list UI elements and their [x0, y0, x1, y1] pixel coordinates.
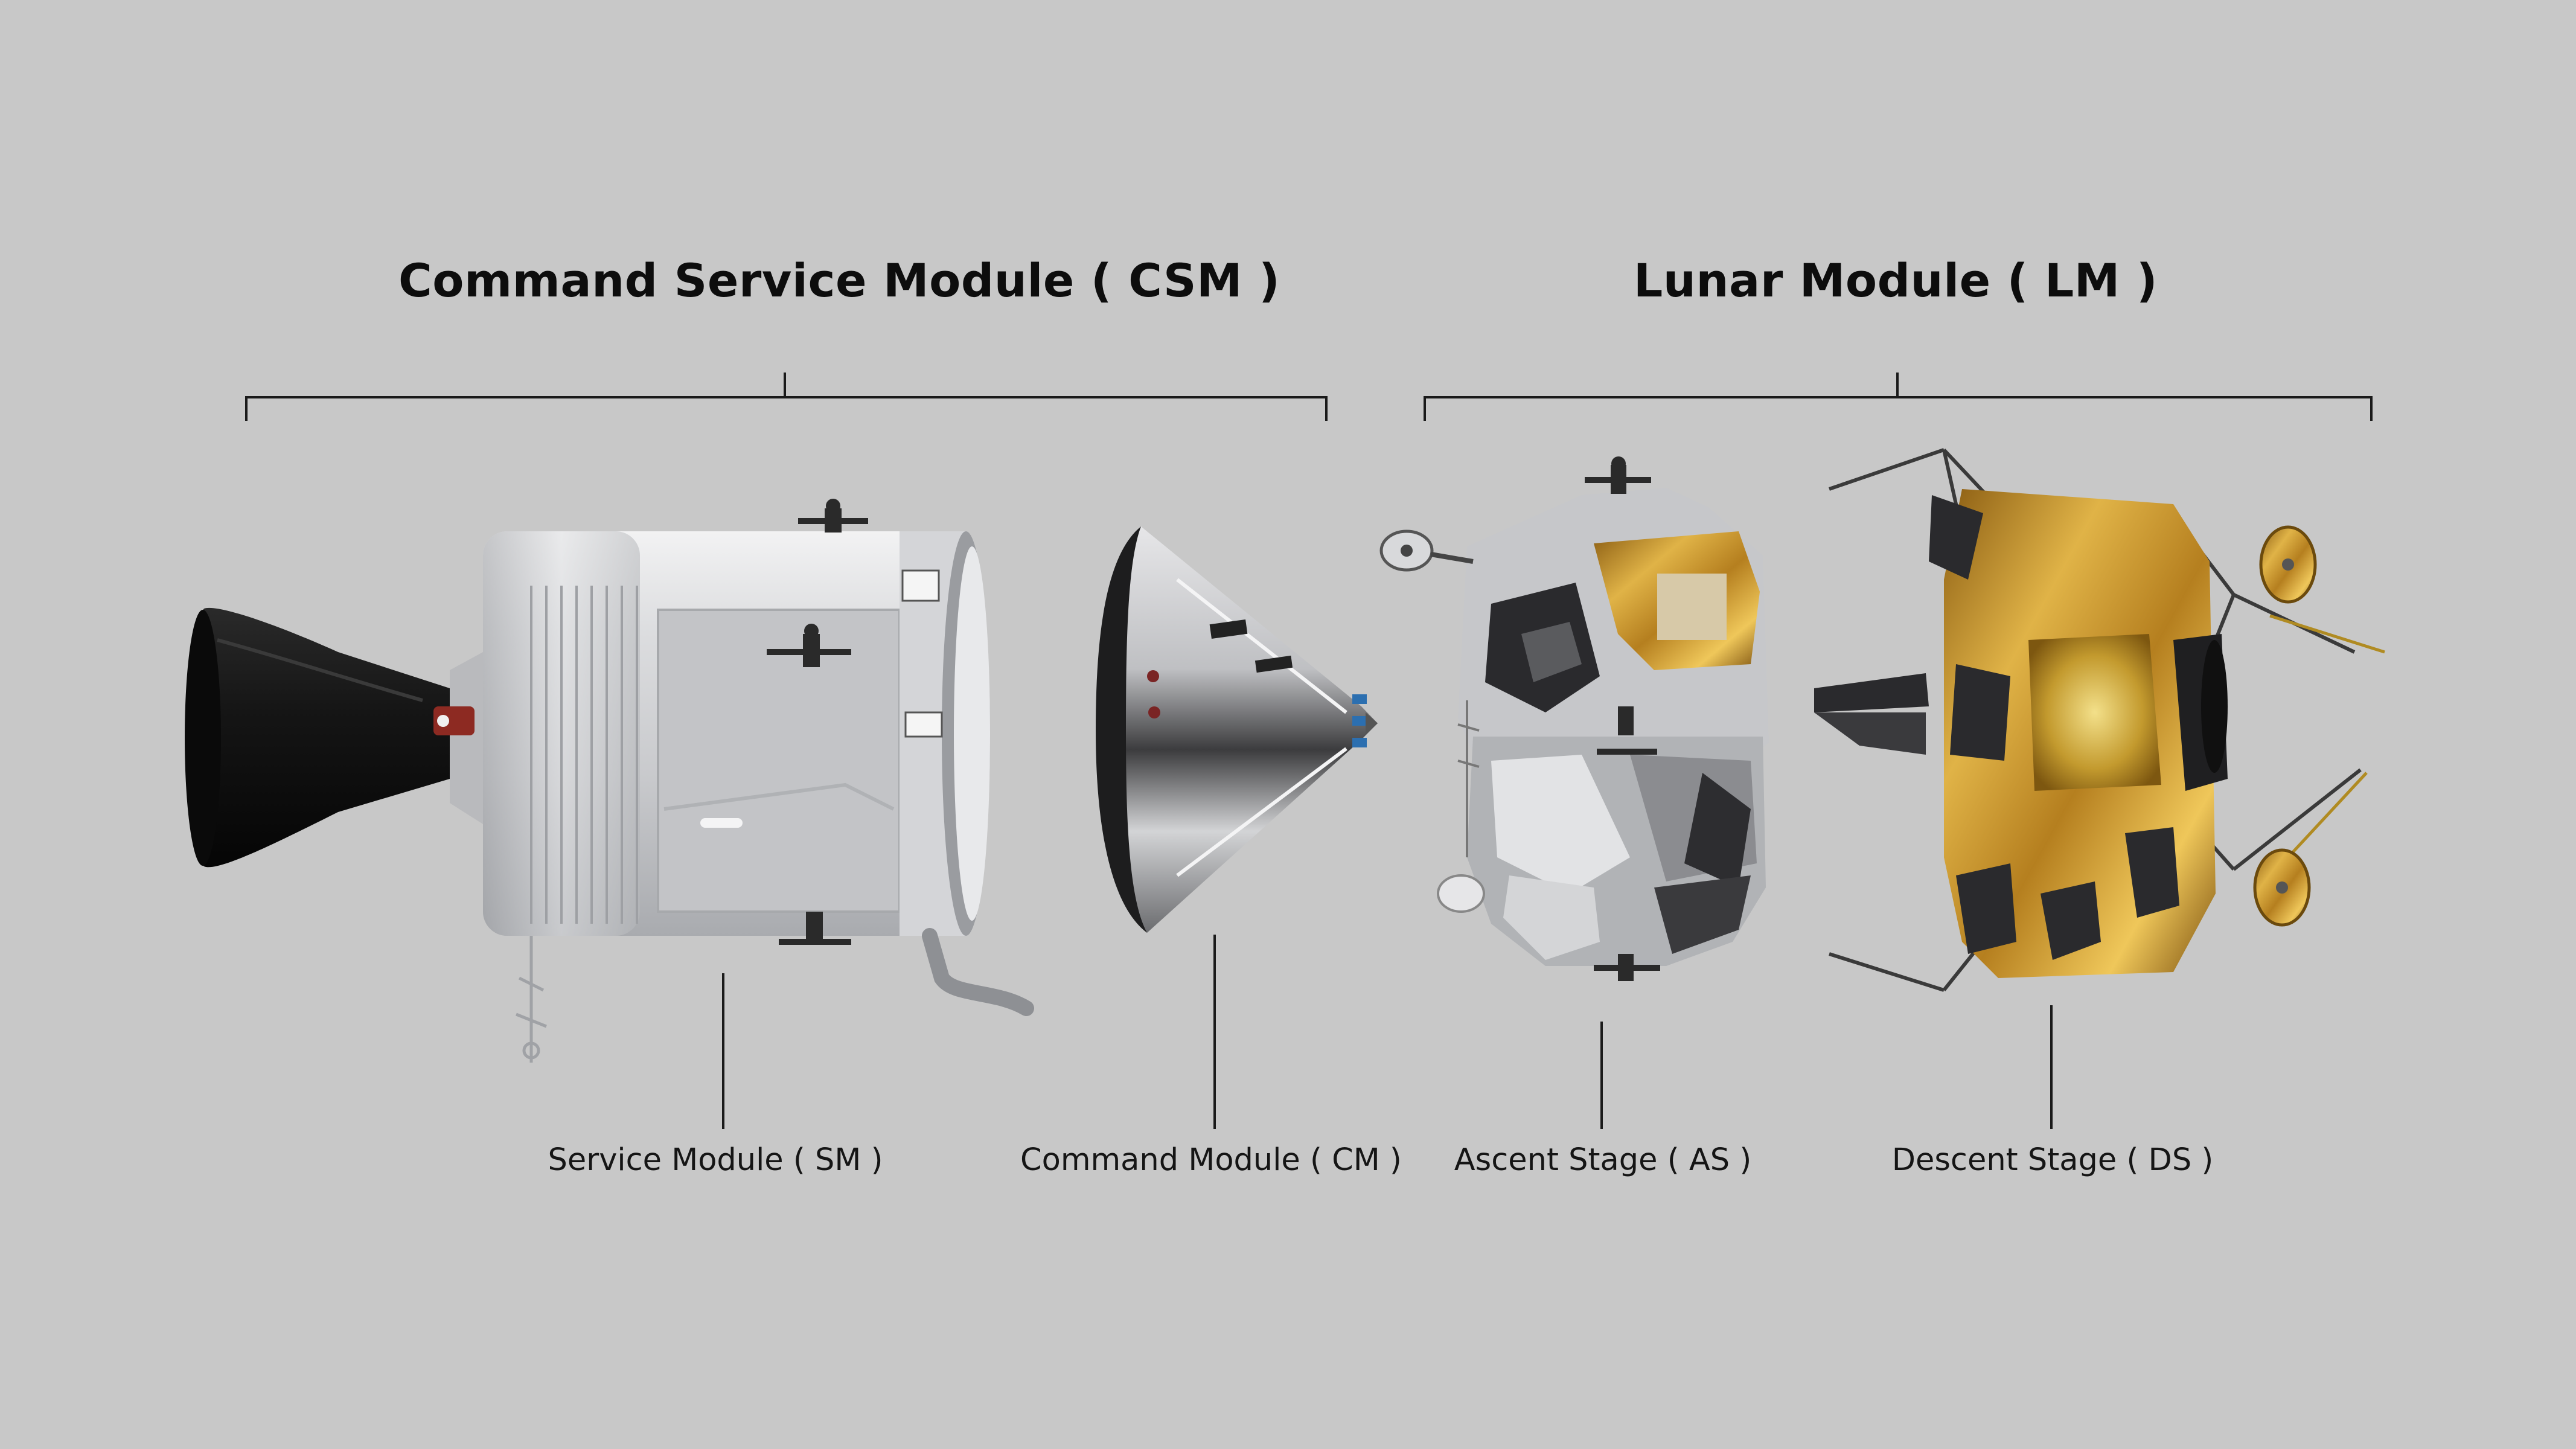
as-rcs-thruster-top — [1585, 456, 1651, 494]
sm-rcs-thruster-top — [798, 499, 868, 533]
ascent-stage-label: Ascent Stage ( AS ) — [1454, 1142, 1752, 1178]
lm-group-title: Lunar Module ( LM ) — [1633, 254, 2158, 307]
sm-rcs-thruster-bottom — [779, 912, 851, 945]
command-module-label: Command Module ( CM ) — [1020, 1142, 1402, 1178]
as-rcs-thruster-mid — [1597, 706, 1657, 755]
descent-stage-illustration — [1814, 448, 2385, 992]
csm-group-title: Command Service Module ( CSM ) — [398, 254, 1280, 307]
lm-bracket — [1424, 373, 2373, 421]
csm-bracket — [245, 373, 1328, 421]
as-s-band-antenna — [1437, 874, 1485, 913]
ds-footpad-top — [2259, 525, 2317, 604]
sm-engine-nozzle — [187, 607, 450, 868]
service-module-illustration — [185, 499, 1034, 1063]
cm-docking-probe — [1352, 694, 1367, 747]
as-radar-dish — [1379, 529, 1474, 572]
cm-cone-body — [1117, 526, 1378, 933]
ascent-stage-illustration — [1379, 456, 1769, 981]
sm-rcs-thruster-mid — [767, 624, 851, 667]
descent-stage-label: Descent Stage ( DS ) — [1891, 1142, 2214, 1178]
as-rcs-thruster-bottom — [1594, 954, 1660, 981]
command-module-illustration — [1096, 526, 1378, 933]
ds-footpad-bottom — [2253, 848, 2311, 927]
service-module-label: Service Module ( SM ) — [548, 1142, 883, 1178]
cm-heat-shield — [1096, 526, 1147, 933]
